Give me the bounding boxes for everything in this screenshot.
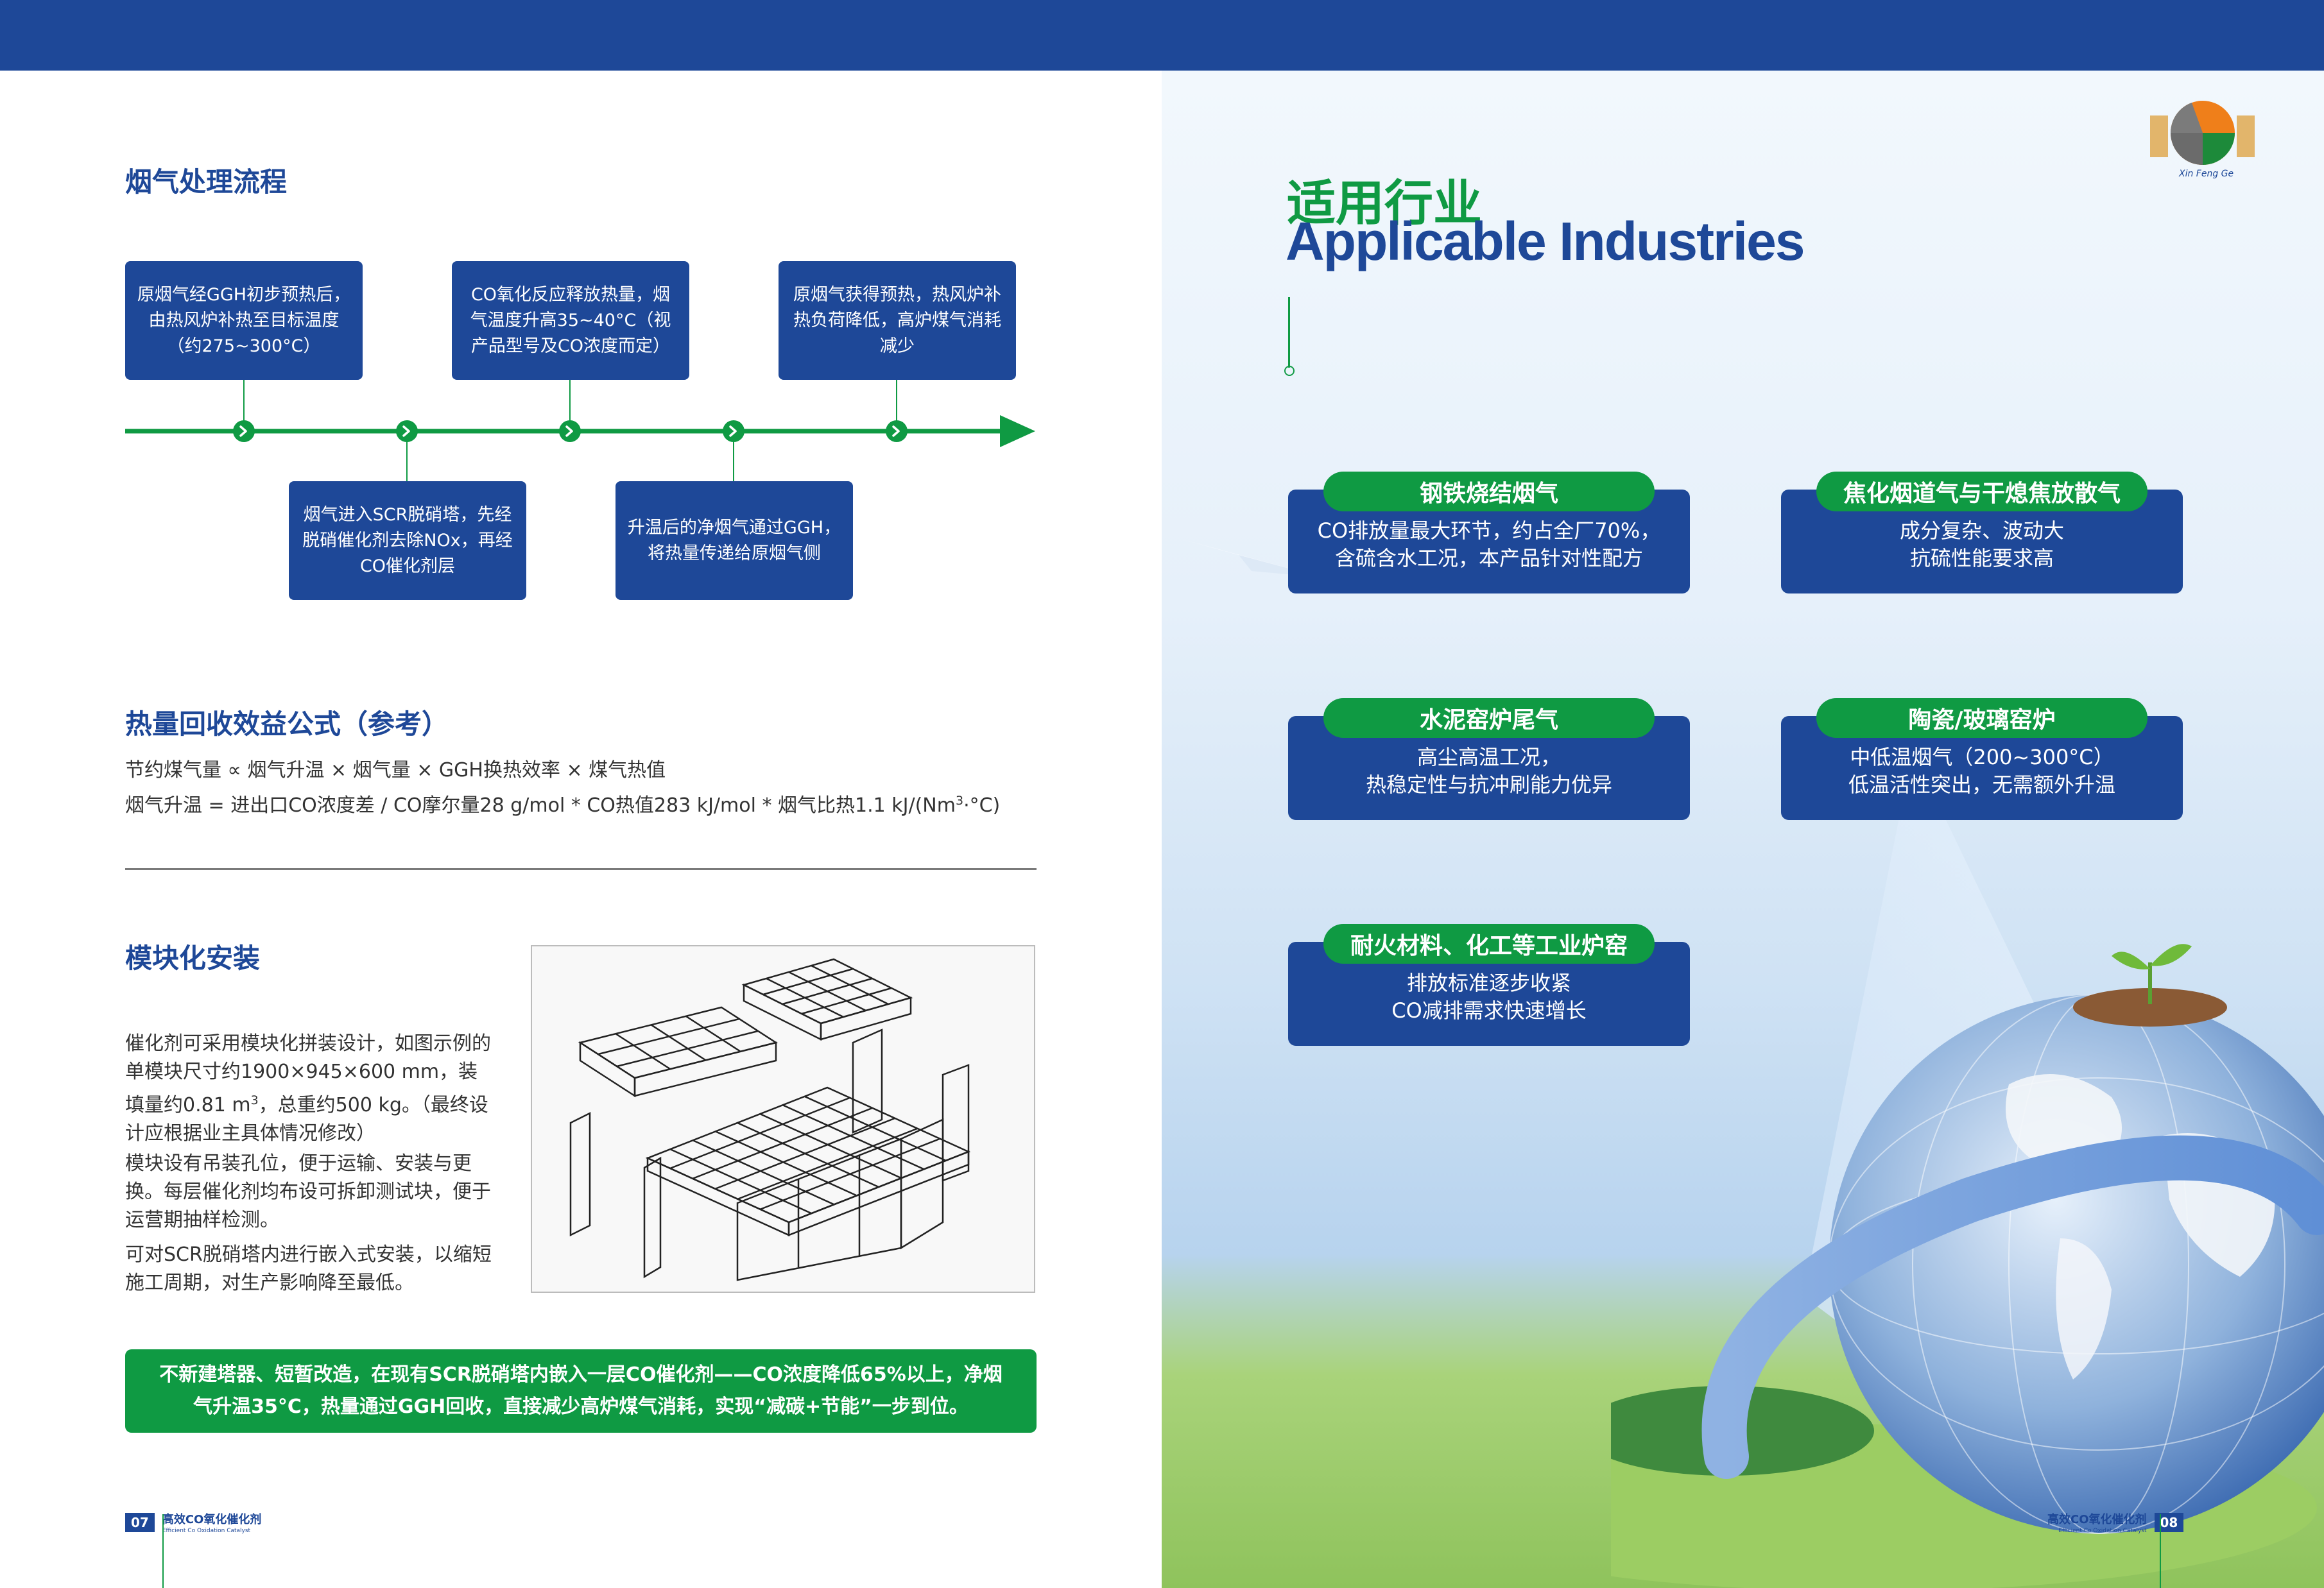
module-p1-superscript: 3 [250,1093,259,1107]
flow-arrow-head [1000,415,1035,447]
xin-feng-ge-logo: Xin Feng Ge [2150,101,2255,179]
footer-product-en: Efficient Co Oxidation Catalyst [162,1528,251,1534]
highlight-banner: 不新建塔器、短暂改造，在现有SCR脱硝塔内嵌入一层CO催化剂——CO浓度降低65… [125,1349,1037,1433]
flow-step-3: CO氧化反应释放热量，烟气温度升高35~40°C（视产品型号及CO浓度而定） [452,261,689,380]
footer-product-cn: 高效CO氧化催化剂 [162,1513,262,1526]
formula-line-1: 节约煤气量 ∝ 烟气升温 × 烟气量 × GGH换热效率 × 煤气热值 [125,759,666,781]
module-diagram-image [531,945,1035,1293]
globe-illustration [1611,751,2324,1588]
footer-product: 高效CO氧化催化剂 Efficient Co Oxidation Catalys… [2047,1513,2147,1535]
formula-line-2-text: 烟气升温 = 进出口CO浓度差 / CO摩尔量28 g/mol * CO热值28… [125,794,956,817]
footer-product-cn: 高效CO氧化催化剂 [2047,1513,2147,1526]
industry-tag: 焦化烟道气与干熄焦放散气 [1816,472,2148,511]
right-page: Xin Feng Ge 适用行业 Applicable Industries C… [1162,71,2324,1588]
right-title-en: Applicable Industries [1286,211,1805,271]
industry-tag: 耐火材料、化工等工业炉窑 [1323,924,1655,964]
flow-step-2: 烟气进入SCR脱硝塔，先经脱硝催化剂去除NOx，再经CO催化剂层 [289,481,526,600]
industry-card-refractory: 排放标准逐步收紧 CO减排需求快速增长 耐火材料、化工等工业炉窑 [1288,924,1690,1046]
formula-line-2-tail: ·°C) [963,794,1001,817]
left-page: 烟气处理流程 原烟气经GGH初步预热后，由热风炉补热至目标温度 [0,71,1162,1588]
flow-timeline [125,380,1035,481]
industry-desc-line: CO排放量最大环节，约占全厂70%， [1317,518,1661,543]
industry-desc-line: 高尘高温工况， [1416,745,1561,769]
title-accent-dot [1284,366,1295,376]
module-p1-tail: ，总重约500 kg。（最终设计应根据业主具体情况修改） [125,1094,488,1145]
industry-desc-line: CO减排需求快速增长 [1391,998,1587,1023]
top-header-bar [0,0,2324,71]
flow-step-5: 原烟气获得预热，热风炉补热负荷降低，高炉煤气消耗减少 [779,261,1016,380]
catalyst-module-sketch [569,958,971,1281]
industry-desc-line: 中低温烟气（200~300°C） [1850,745,2114,769]
industry-card-ceramic: 中低温烟气（200~300°C） 低温活性突出，无需额外升温 陶瓷/玻璃窑炉 [1781,698,2183,820]
page-number: 07 [125,1513,155,1532]
module-paragraph-1: 催化剂可采用模块化拼装设计，如图示例的单模块尺寸约1900×945×600 mm… [125,1030,494,1148]
company-logo: Xin Feng Ge [2140,74,2269,185]
logo-text: Xin Feng Ge [2178,169,2234,179]
industry-desc-line: 抗硫性能要求高 [1909,546,2054,570]
industry-tag: 钢铁烧结烟气 [1323,472,1655,511]
right-footer: 08 高效CO氧化催化剂 Efficient Co Oxidation Cata… [2047,1513,2184,1535]
industry-card-coking: 成分复杂、波动大 抗硫性能要求高 焦化烟道气与干熄焦放散气 [1781,472,2183,593]
right-title-cn: 适用行业 [1287,175,1482,232]
left-footer: 07 高效CO氧化催化剂 Efficient Co Oxidation Cata… [125,1513,261,1535]
footer-green-line [2160,1514,2161,1588]
footer-product-en: Efficient Co Oxidation Catalyst [2058,1528,2147,1534]
industry-desc-line: 低温活性突出，无需额外升温 [1848,773,2115,797]
module-section-title: 模块化安装 [125,943,261,974]
industry-card-steel: CO排放量最大环节，约占全厂70%， 含硫含水工况，本产品针对性配方 钢铁烧结烟… [1288,472,1690,593]
industry-card-cement: 高尘高温工况， 热稳定性与抗冲刷能力优异 水泥窑炉尾气 [1288,698,1690,820]
flow-nodes [233,420,908,442]
formula-superscript: 3 [955,794,964,808]
industry-desc-line: 含硫含水工况，本产品针对性配方 [1334,546,1643,570]
flow-section-title: 烟气处理流程 [125,166,288,198]
module-paragraph-3: 可对SCR脱硝塔内进行嵌入式安装，以缩短施工周期，对生产影响降至最低。 [125,1243,492,1294]
flow-step-1: 原烟气经GGH初步预热后，由热风炉补热至目标温度（约275~300°C） [125,261,363,380]
footer-product: 高效CO氧化催化剂 Efficient Co Oxidation Catalys… [162,1513,262,1535]
module-p1-text: 催化剂可采用模块化拼装设计，如图示例的单模块尺寸约1900×945×600 mm… [125,1032,491,1116]
module-paragraph-2: 模块设有吊装孔位，便于运输、安装与更换。每层催化剂均布设可拆卸测试块，便于运营期… [125,1152,491,1231]
industry-desc-line: 成分复杂、波动大 [1899,518,2064,543]
section-divider [125,868,1037,870]
title-accent-line [1288,297,1290,368]
industry-desc-line: 热稳定性与抗冲刷能力优异 [1365,773,1612,797]
industry-tag: 陶瓷/玻璃窑炉 [1816,698,2148,738]
industry-desc-line: 排放标准逐步收紧 [1406,971,1571,995]
page-number: 08 [2154,1513,2184,1532]
industry-tag: 水泥窑炉尾气 [1323,698,1655,738]
flow-step-4: 升温后的净烟气通过GGH，将热量传递给原烟气侧 [615,481,853,600]
formula-line-2: 烟气升温 = 进出口CO浓度差 / CO摩尔量28 g/mol * CO热值28… [125,789,1000,817]
formula-section-title: 热量回收效益公式（参考） [125,708,449,740]
footer-green-line [162,1514,164,1588]
